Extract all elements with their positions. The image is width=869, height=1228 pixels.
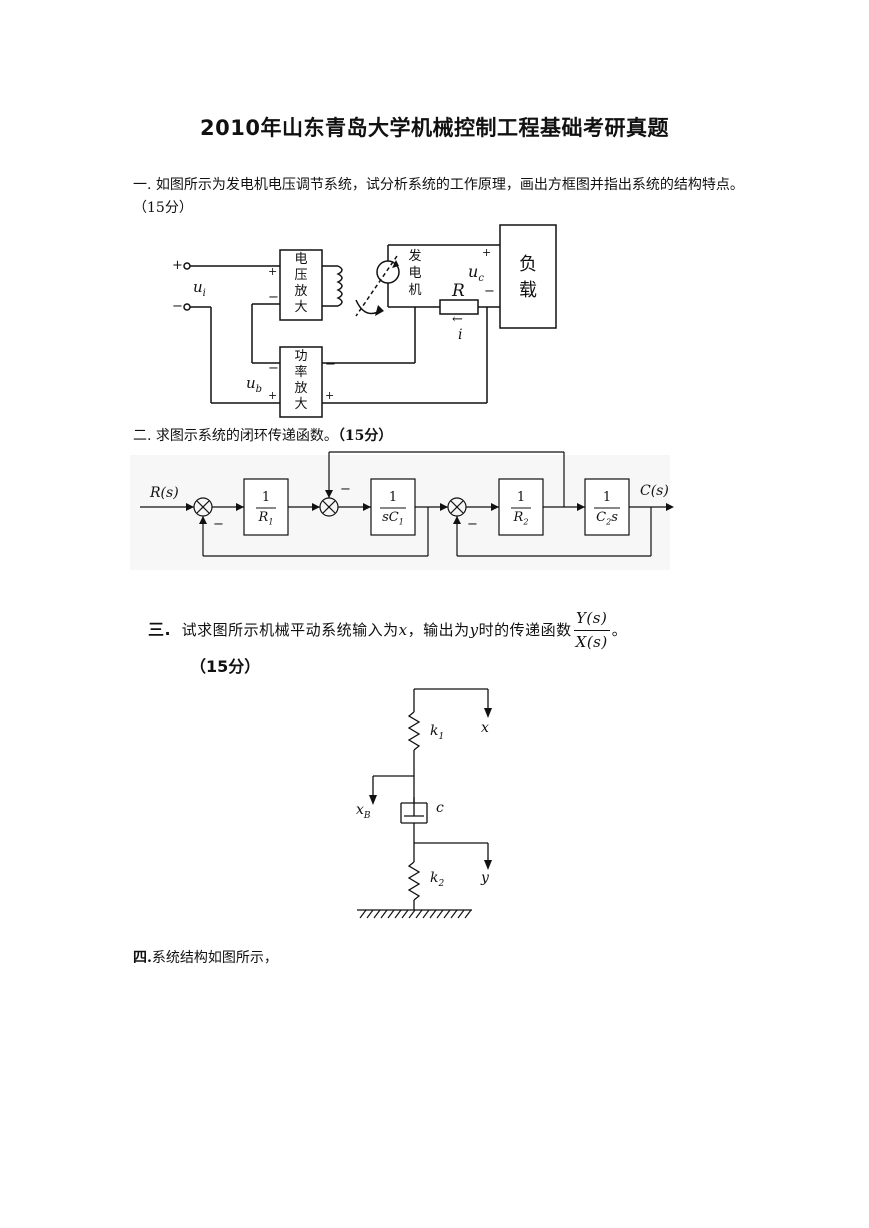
- input-minus-sign: −: [172, 299, 183, 314]
- question-2-body: 二. 求图示系统的闭环传递函数。: [133, 428, 338, 444]
- input-plus-sign: +: [172, 258, 183, 273]
- power-amp-label-3: 放: [294, 381, 308, 396]
- generator-label-2: 电: [408, 266, 422, 281]
- question-4-number: 四.: [133, 950, 152, 966]
- page-title: 2010年山东青岛大学机械控制工程基础考研真题: [200, 116, 669, 140]
- k2-label: k: [430, 870, 439, 886]
- power-amp-minus-in: −: [268, 361, 279, 376]
- power-amp-minus-out: −: [325, 357, 336, 372]
- k2-subscript: 2: [438, 878, 445, 889]
- question-3-text-c: 时的传递函数: [478, 621, 572, 639]
- voltage-amp-label-1: 电: [294, 252, 308, 267]
- question-1-text: 一. 如图所示为发电机电压调节系统，试分析系统的工作原理，画出方框图并指出系统的…: [133, 177, 744, 216]
- question-4-body: 系统结构如图所示，: [151, 950, 278, 966]
- power-amp-label-2: 率: [294, 365, 308, 380]
- power-amp-plus-out: +: [325, 389, 335, 402]
- block2-sub: 1: [398, 517, 404, 527]
- voltage-amp-label-2: 压: [294, 268, 308, 283]
- k1-subscript: 1: [438, 731, 445, 742]
- power-amp-label-4: 大: [294, 397, 308, 412]
- current-label: i: [458, 327, 463, 343]
- question-3-number: 三.: [148, 620, 172, 639]
- question-3-text-a: 试求图所示机械平动系统输入为: [181, 621, 399, 639]
- block2-denominator: sC: [382, 510, 399, 525]
- block2-numerator: 1: [388, 490, 398, 505]
- var-y: y: [469, 621, 479, 639]
- xb-label: x: [356, 802, 364, 818]
- voltage-amp-label-4: 大: [294, 300, 308, 315]
- uc-subscript: c: [478, 273, 484, 285]
- question-2-score: （15分）: [337, 428, 393, 444]
- load-label-1: 负: [519, 254, 537, 275]
- block4-denominator: C: [596, 510, 607, 525]
- ui-label: u: [193, 278, 203, 296]
- x-output-label: x: [481, 720, 489, 736]
- output-c-label: C(s): [640, 483, 669, 499]
- damper-c-label: c: [436, 800, 444, 816]
- block3-denominator: R: [513, 510, 524, 525]
- power-amp-label-1: 功: [294, 349, 308, 364]
- amp-plus-sign: +: [268, 265, 278, 278]
- question-3-end: 。: [611, 621, 628, 639]
- k1-label: k: [430, 723, 439, 739]
- block3-sub: 2: [523, 517, 529, 527]
- resistor-label: R: [452, 281, 465, 301]
- question-2-text: 二. 求图示系统的闭环传递函数。（15分）: [133, 425, 392, 448]
- amp-minus-sign: −: [268, 290, 279, 305]
- block4-sub: 2: [606, 517, 612, 527]
- power-amp-plus-in: +: [268, 389, 278, 402]
- input-r-label: R(s): [150, 485, 179, 501]
- load-minus-sign: −: [484, 284, 495, 299]
- ub-label: u: [246, 374, 256, 392]
- ui-subscript: i: [202, 288, 206, 299]
- ub-subscript: b: [255, 384, 263, 395]
- block1-sub: 1: [268, 517, 274, 527]
- generator-label-3: 机: [408, 283, 422, 298]
- question-3-text-b: ，输出为: [407, 621, 470, 639]
- fraction-numerator: Y(s): [573, 607, 610, 631]
- block1-denominator: R: [258, 510, 269, 525]
- generator-label-1: 发: [408, 249, 422, 264]
- voltage-amp-label-3: 放: [294, 284, 308, 299]
- question-3-score: （15分）: [190, 657, 261, 676]
- var-x: x: [398, 621, 408, 639]
- summer2-minus: −: [340, 482, 351, 497]
- fraction-denominator: X(s): [575, 633, 608, 651]
- current-arrow: ←: [452, 312, 463, 327]
- block3-numerator: 1: [516, 490, 526, 505]
- load-label-2: 载: [519, 280, 537, 301]
- summer1-minus: −: [213, 517, 224, 532]
- summer3-minus: −: [467, 517, 478, 532]
- load-plus-sign: +: [482, 246, 492, 259]
- transfer-function-fraction: Y(s) X(s): [573, 607, 610, 654]
- xb-subscript: B: [363, 810, 371, 821]
- question-4-text: 四.系统结构如图所示，: [133, 947, 278, 970]
- uc-label: u: [468, 262, 479, 281]
- block4-numerator: 1: [602, 490, 612, 505]
- y-output-label: y: [481, 870, 489, 886]
- block4-suffix: s: [611, 510, 618, 525]
- block1-numerator: 1: [261, 490, 271, 505]
